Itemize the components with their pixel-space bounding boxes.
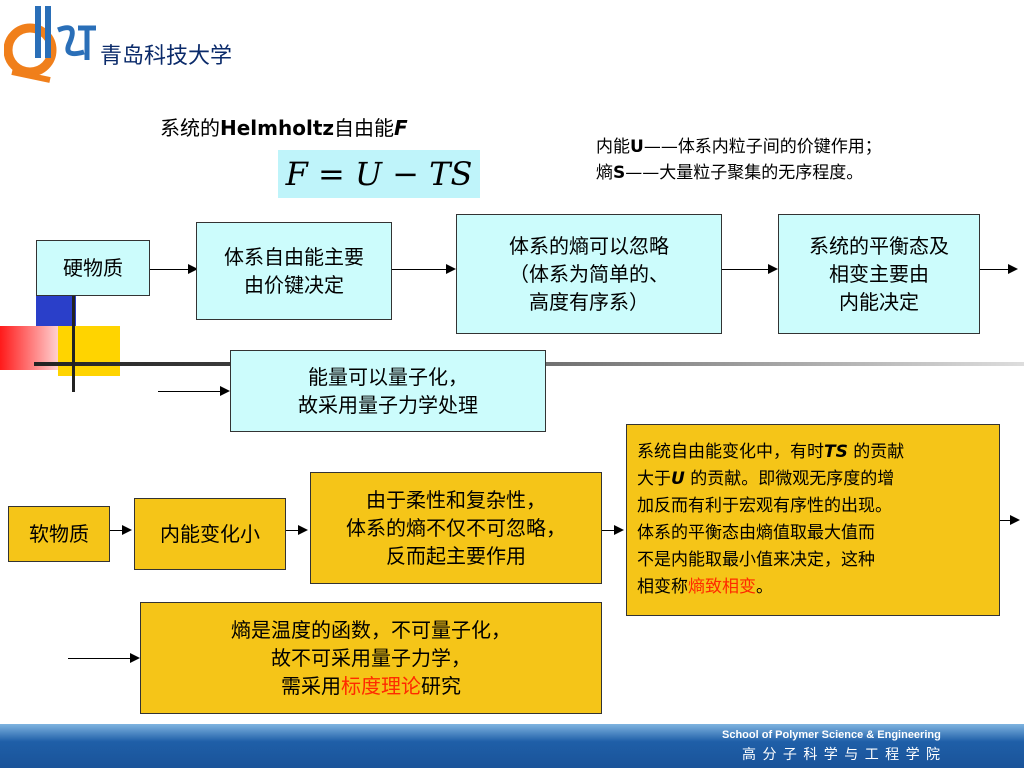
soft-box-scaling: 熵是温度的函数，不可量子化， 故不可采用量子力学， 需采用标度理论研究 xyxy=(140,602,602,714)
soft-box3-l2c: 的贡献。即微观无序度的增 xyxy=(684,469,895,489)
arrow-soft-5 xyxy=(68,658,130,659)
note-u: 内能U——体系内粒子间的价键作用； xyxy=(596,134,882,160)
page-title: 系统的Helmholtz自由能F xyxy=(160,112,408,141)
university-name: 青岛科技大学 xyxy=(100,44,233,69)
title-suffix: 自由能 xyxy=(334,116,395,140)
decor-line-vertical xyxy=(72,296,75,392)
hard-box1-line1: 体系自由能主要 xyxy=(224,245,364,269)
note-u-symbol: U xyxy=(630,137,644,157)
arrowhead-hard-3 xyxy=(768,264,778,274)
arrowhead-hard-5 xyxy=(220,386,230,396)
soft-box3-l1b: TS xyxy=(824,442,848,462)
arrowhead-hard-1 xyxy=(188,264,198,274)
hard-matter-label: 硬物质 xyxy=(63,256,123,280)
footer-band xyxy=(0,724,1024,768)
arrow-soft-4 xyxy=(1000,520,1010,521)
notes: 内能U——体系内粒子间的价键作用； 熵S——大量粒子聚集的无序程度。 xyxy=(596,134,882,186)
soft-box3-l6a: 相变称 xyxy=(637,577,688,597)
arrow-hard-3 xyxy=(722,269,768,270)
soft-matter-box: 软物质 xyxy=(8,506,110,562)
soft-box3-l6c: 。 xyxy=(756,577,773,597)
arrow-hard-2 xyxy=(392,269,446,270)
soft-box-entropy-transition: 系统自由能变化中，有时TS 的贡献 大于U 的贡献。即微观无序度的增 加反而有利… xyxy=(626,424,1000,616)
hard-box1-line2: 由价键决定 xyxy=(244,273,344,297)
soft-box3-line4: 体系的平衡态由熵值取最大值而 xyxy=(637,523,875,543)
hard-matter-box: 硬物质 xyxy=(36,240,150,296)
soft-box-entropy: 由于柔性和复杂性， 体系的熵不仅不可忽略， 反而起主要作用 xyxy=(310,472,602,584)
arrowhead-soft-4 xyxy=(1010,515,1020,525)
soft-box4-line2: 故不可采用量子力学， xyxy=(271,646,471,670)
hard-box3-line3: 内能决定 xyxy=(839,290,919,314)
soft-box3-l1c: 的贡献 xyxy=(847,442,905,462)
soft-box2-line2: 体系的熵不仅不可忽略， xyxy=(346,516,566,540)
arrow-soft-1 xyxy=(110,530,124,531)
soft-box4-line3: 需采用标度理论研究 xyxy=(281,672,461,700)
arrowhead-hard-4 xyxy=(1008,264,1018,274)
qust-logo xyxy=(3,2,96,86)
arrowhead-soft-2 xyxy=(298,525,308,535)
title-prefix: 系统的 xyxy=(160,116,220,140)
logo-graphic xyxy=(3,6,96,83)
arrowhead-soft-3 xyxy=(614,525,624,535)
soft-box3-line3: 加反而有利于宏观有序性的出现。 xyxy=(637,496,892,516)
soft-matter-label: 软物质 xyxy=(29,522,89,546)
footer-chinese: 高 分 子 科 学 与 工 程 学 院 xyxy=(742,747,942,763)
arrow-hard-4 xyxy=(980,269,1008,270)
soft-box4-line1: 熵是温度的函数，不可量子化， xyxy=(231,618,511,642)
hard-box-quantum: 能量可以量子化， 故采用量子力学处理 xyxy=(230,350,546,432)
hard-box-free-energy: 体系自由能主要 由价键决定 xyxy=(196,222,392,320)
soft-box2-line3: 反而起主要作用 xyxy=(386,544,526,568)
arrow-hard-5 xyxy=(158,391,220,392)
hard-box-equilibrium: 系统的平衡态及 相变主要由 内能决定 xyxy=(778,214,980,334)
arrow-hard-1 xyxy=(150,269,188,270)
formula-text: F = U − TS xyxy=(285,155,473,193)
soft-box4-l3c: 研究 xyxy=(421,674,461,698)
note-s-text: ——大量粒子聚集的无序程度。 xyxy=(625,163,864,183)
soft-box3-line5: 不是内能取最小值来决定，这种 xyxy=(637,550,875,570)
soft-box3-line2: 大于U 的贡献。即微观无序度的增 xyxy=(637,466,999,493)
soft-box3-l2b: U xyxy=(671,469,685,489)
formula-box: F = U − TS xyxy=(278,150,480,198)
hard-box2-line1: 体系的熵可以忽略 xyxy=(509,234,669,258)
soft-box-internal-energy: 内能变化小 xyxy=(134,498,286,570)
arrow-soft-3 xyxy=(602,530,616,531)
title-symbol: F xyxy=(394,116,408,140)
note-s-symbol: S xyxy=(613,163,626,183)
soft-box3-l6b: 熵致相变 xyxy=(688,577,756,597)
note-u-label: 内能 xyxy=(596,137,630,157)
hard-box2-line3: 高度有序系） xyxy=(529,290,649,314)
hard-box3-line1: 系统的平衡态及 xyxy=(809,234,949,258)
arrowhead-hard-2 xyxy=(446,264,456,274)
soft-box1-text: 内能变化小 xyxy=(160,522,260,546)
soft-box2-line1: 由于柔性和复杂性， xyxy=(366,488,546,512)
arrow-soft-2 xyxy=(286,530,300,531)
hard-box2-line2: （体系为简单的、 xyxy=(509,262,669,286)
hard-box3-line2: 相变主要由 xyxy=(829,262,929,286)
soft-box3-line1: 系统自由能变化中，有时TS 的贡献 xyxy=(637,439,999,466)
note-u-text: ——体系内粒子间的价键作用； xyxy=(643,137,882,157)
hard-box4-line2: 故采用量子力学处理 xyxy=(298,393,478,417)
decor-yellow-block xyxy=(58,326,120,376)
arrowhead-soft-1 xyxy=(122,525,132,535)
soft-box3-line6: 相变称熵致相变。 xyxy=(637,574,999,601)
soft-box3-l1a: 系统自由能变化中，有时 xyxy=(637,442,824,462)
note-s: 熵S——大量粒子聚集的无序程度。 xyxy=(596,160,882,186)
footer-english: School of Polymer Science & Engineering xyxy=(722,729,941,741)
soft-box3-l2a: 大于 xyxy=(637,469,671,489)
soft-box4-l3b: 标度理论 xyxy=(341,674,421,698)
note-s-label: 熵 xyxy=(596,163,613,183)
arrowhead-soft-5 xyxy=(130,653,140,663)
title-name: Helmholtz xyxy=(220,116,335,140)
hard-box4-line1: 能量可以量子化， xyxy=(308,365,468,389)
hard-box-entropy: 体系的熵可以忽略 （体系为简单的、 高度有序系） xyxy=(456,214,722,334)
soft-box4-l3a: 需采用 xyxy=(281,674,341,698)
